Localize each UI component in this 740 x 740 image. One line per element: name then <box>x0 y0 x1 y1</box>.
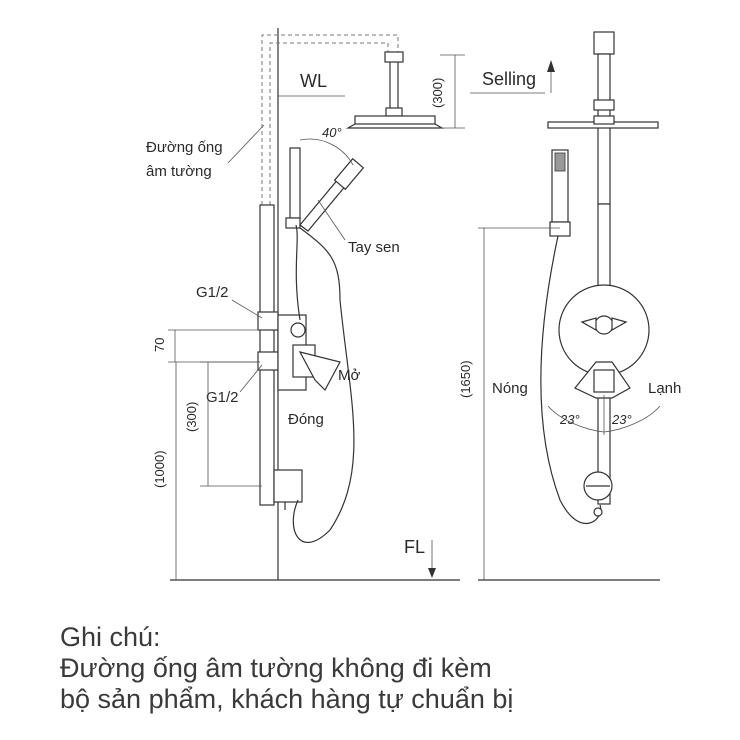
angle-arc-40 <box>299 138 354 166</box>
mo-label: Mở <box>338 367 360 384</box>
hand-shower-tilted <box>299 157 365 232</box>
notes-line2: bộ sản phẩm, khách hàng tự chuẩn bị <box>60 684 514 714</box>
mixer-lever-front <box>574 361 631 399</box>
diverter-plate-front <box>558 284 650 376</box>
mixer-body-side <box>277 314 341 391</box>
pipe-leader <box>227 124 265 164</box>
angle-23-right: 23° <box>611 412 632 427</box>
selling-arrow-icon <box>547 60 555 72</box>
hose-front <box>540 235 602 524</box>
dong-label: Đóng <box>288 411 324 428</box>
angle-arc-23-right <box>603 405 661 433</box>
angle-arc-23-left <box>547 405 605 433</box>
g12-top-label: G1/2 <box>196 284 229 301</box>
overhead-shower-front <box>547 31 659 205</box>
fl-label: FL <box>404 537 425 557</box>
dim-300-mid: (300) <box>184 402 199 432</box>
angle-23-left: 23° <box>559 412 580 427</box>
nong-label: Nóng <box>492 380 528 397</box>
notes-title: Ghi chú: <box>60 622 161 652</box>
tay-sen-leader <box>317 199 346 241</box>
hand-shower-front <box>549 149 571 237</box>
lower-outlet-front <box>583 471 613 517</box>
dim-1000: (1000) <box>152 450 167 488</box>
tay-sen-label: Tay sen <box>348 239 400 256</box>
dim-70-label: 70 <box>152 338 167 352</box>
overhead-shower-side <box>345 51 445 129</box>
fl-arrow-icon <box>428 568 436 578</box>
g12-bottom-leader <box>239 364 263 393</box>
installation-diagram: WL (300) 40° Đường ống âm tường Tay <box>146 28 681 581</box>
g12-bottom-label: G1/2 <box>206 389 239 406</box>
notes-block: Ghi chú: Đường ống âm tường không đi kèm… <box>60 622 720 715</box>
g12-top-leader <box>231 299 263 319</box>
dim-1650: (1650) <box>458 360 473 398</box>
mixer-lever-side <box>298 351 341 391</box>
slide-bar-side <box>257 204 303 510</box>
notes-line1: Đường ống âm tường không đi kèm <box>60 653 492 683</box>
dim-300-top: (300) <box>430 78 445 108</box>
angle-40-label: 40° <box>322 125 342 140</box>
selling-label: Selling <box>482 69 536 89</box>
lanh-label: Lạnh <box>648 380 681 397</box>
hand-shower-side <box>285 147 355 543</box>
pipe-label-line2: âm tường <box>146 163 212 180</box>
wl-label: WL <box>300 71 327 91</box>
pipe-label-line1: Đường ống <box>146 139 223 156</box>
